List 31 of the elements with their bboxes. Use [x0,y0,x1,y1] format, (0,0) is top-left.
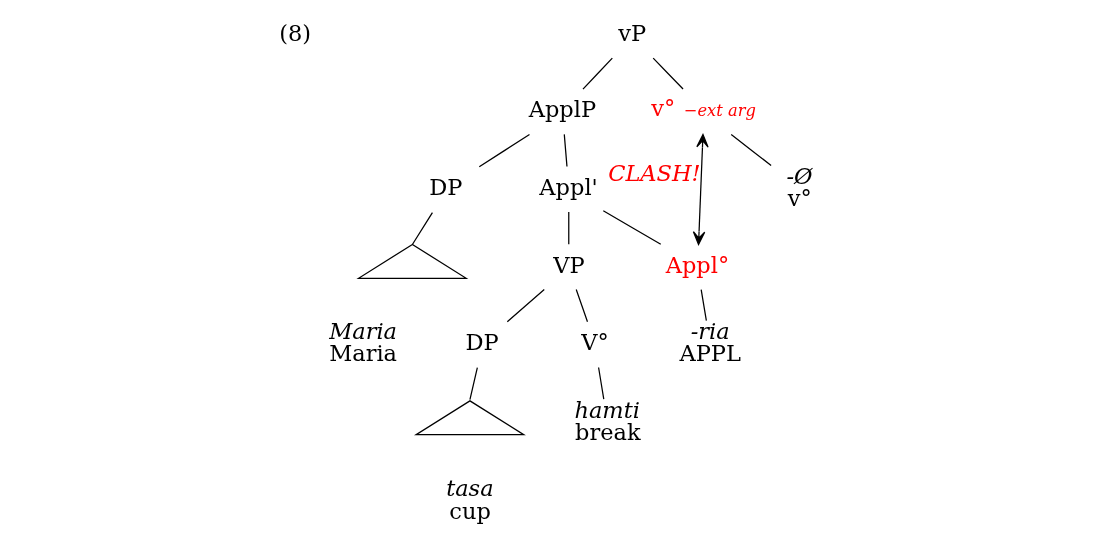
node-text: Appl° [665,251,729,278]
connector [468,367,478,401]
node-text: DP [465,329,499,356]
node-text: -Ø v° [785,162,813,212]
connector [602,210,661,245]
connector [563,133,568,168]
connector [567,211,569,245]
connector [581,57,613,90]
connector [700,288,707,322]
node-text: hamti break [573,396,641,446]
node-text: DP [428,173,462,200]
node-label: −ext arg [683,101,756,121]
node-text: v° [650,95,675,122]
connector [478,133,530,168]
connector [730,133,772,167]
connector [506,288,545,323]
node-text: V° [580,329,609,356]
label: (8) [278,20,311,47]
node-triangle [413,400,526,436]
node-text: vP [617,20,646,47]
edge-label: CLASH! [607,160,701,187]
connector [411,211,433,246]
node-triangle [355,243,468,279]
node-text: ApplP [528,96,596,123]
node-text: Appl' [538,173,598,200]
connector [575,288,588,323]
node-text: VP [552,251,585,278]
connector [597,366,604,400]
arrow [692,133,709,246]
node-text: -ria APPL [678,317,741,367]
connector [652,57,684,90]
